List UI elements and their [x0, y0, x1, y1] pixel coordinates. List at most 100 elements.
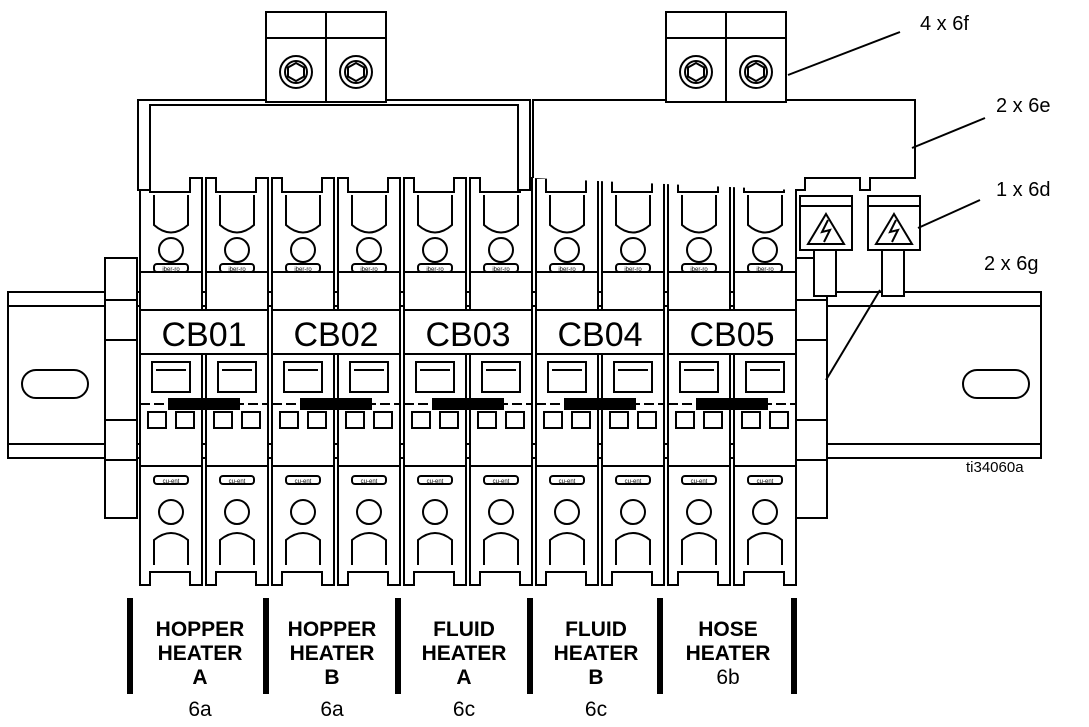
- bottom-terminal: [271, 465, 335, 586]
- terminal-clamp: [549, 195, 585, 234]
- breaker-pole: iber-ro cu-ent: [271, 177, 335, 586]
- terminal-screw: [686, 237, 712, 263]
- toggle-handle: [300, 398, 372, 410]
- pole-window: [481, 361, 521, 393]
- terminal-clamp: [153, 532, 189, 565]
- terminal-screw: [686, 499, 712, 525]
- pole-window: [217, 361, 257, 393]
- terminal-clamp: [219, 195, 255, 234]
- warning-icon: [806, 212, 846, 245]
- hex-socket: [687, 61, 705, 83]
- pole-window: [613, 361, 653, 393]
- pole-brand-top: iber-ro: [228, 267, 246, 273]
- circuit-line2: HEATER: [686, 642, 771, 665]
- terminal-clamp: [549, 532, 585, 565]
- breaker-label: CB03: [425, 316, 510, 354]
- trip-tab: [703, 411, 723, 429]
- terminal-screw: [422, 499, 448, 525]
- breaker-label: CB05: [689, 316, 774, 354]
- pole-brand-top: iber-ro: [294, 267, 312, 273]
- trip-tab: [175, 411, 195, 429]
- trip-tab: [411, 411, 431, 429]
- cover-tail: [813, 249, 837, 297]
- bottom-terminal: [733, 465, 797, 586]
- trip-tab: [213, 411, 233, 429]
- rail-slot-right: [962, 369, 1030, 399]
- leader-6f: [787, 31, 901, 76]
- toggle-handle: [168, 398, 240, 410]
- rail-slot-left: [21, 369, 89, 399]
- hex-socket: [347, 61, 365, 83]
- callout-6g: 2 x 6g: [984, 253, 1038, 275]
- terminal-screw: [488, 237, 514, 263]
- bus-terminal-top: [725, 11, 787, 39]
- trip-tab: [147, 411, 167, 429]
- terminal-clamp: [747, 532, 783, 565]
- toggle-handle: [696, 398, 768, 410]
- leader-6d: [917, 199, 981, 229]
- trip-tab: [741, 411, 761, 429]
- leader-6e: [911, 117, 986, 149]
- breaker-label: CB01: [161, 316, 246, 354]
- hex-socket: [747, 61, 765, 83]
- breaker-label-box: [667, 309, 797, 355]
- pole-window: [547, 361, 587, 393]
- bottom-terminal: [469, 465, 533, 586]
- brand-plate-bottom: [153, 475, 189, 485]
- group-divider: [657, 598, 663, 694]
- end-stop-left: [104, 257, 138, 519]
- end-stop-right: [794, 257, 828, 519]
- pole-brand-top: iber-ro: [162, 267, 180, 273]
- brand-plate-bottom: [417, 475, 453, 485]
- bus-terminal-top: [325, 11, 387, 39]
- pole-window: [745, 361, 785, 393]
- circuit-part: 6c: [453, 698, 475, 721]
- pole-brand-bottom: cu-ent: [691, 479, 708, 485]
- terminal-screw: [224, 237, 250, 263]
- terminal-clamp: [351, 195, 387, 234]
- circuit-line1: FLUID: [433, 618, 495, 641]
- pole-brand-bottom: cu-ent: [229, 479, 246, 485]
- end-stop-group: [104, 257, 828, 519]
- brand-plate-bottom: [747, 475, 783, 485]
- terminal-screw: [554, 499, 580, 525]
- trip-tab: [505, 411, 525, 429]
- circuit-line1: HOSE: [698, 618, 758, 641]
- trip-tab: [637, 411, 657, 429]
- warning-icon: [874, 212, 914, 245]
- terminal-screw: [158, 499, 184, 525]
- pole-brand-bottom: cu-ent: [295, 479, 312, 485]
- breaker-label: CB04: [557, 316, 642, 354]
- bottom-terminal: [535, 465, 599, 586]
- end-cover-right: [867, 195, 921, 297]
- breaker-poles: iber-ro cu-ent iber-ro cu-ent iber-ro cu-ent i…: [139, 177, 797, 586]
- pole-brand-top: iber-ro: [558, 267, 576, 273]
- circuit-line2: HEATER: [290, 642, 375, 665]
- terminal-clamp: [747, 195, 783, 234]
- circuit-line2: HEATER: [554, 642, 639, 665]
- bus-terminal: [265, 11, 327, 103]
- terminal-screw: [554, 237, 580, 263]
- trip-tab: [241, 411, 261, 429]
- terminal-clamp: [219, 532, 255, 565]
- circuit-line1: HOPPER: [288, 618, 377, 641]
- brand-plate-bottom: [483, 475, 519, 485]
- callout-6f: 4 x 6f: [920, 13, 969, 35]
- terminal-clamp: [681, 195, 717, 234]
- pole-brand-top: iber-ro: [426, 267, 444, 273]
- group-divider: [127, 598, 133, 694]
- terminal-screw: [290, 499, 316, 525]
- pole-brand-bottom: cu-ent: [163, 479, 180, 485]
- pole-window: [415, 361, 455, 393]
- bus-terminal: [665, 11, 727, 103]
- pole-window: [679, 361, 719, 393]
- terminal-clamp: [483, 532, 519, 565]
- terminal-screw: [158, 237, 184, 263]
- terminal-clamp: [615, 195, 651, 234]
- leader-6g: [825, 289, 881, 381]
